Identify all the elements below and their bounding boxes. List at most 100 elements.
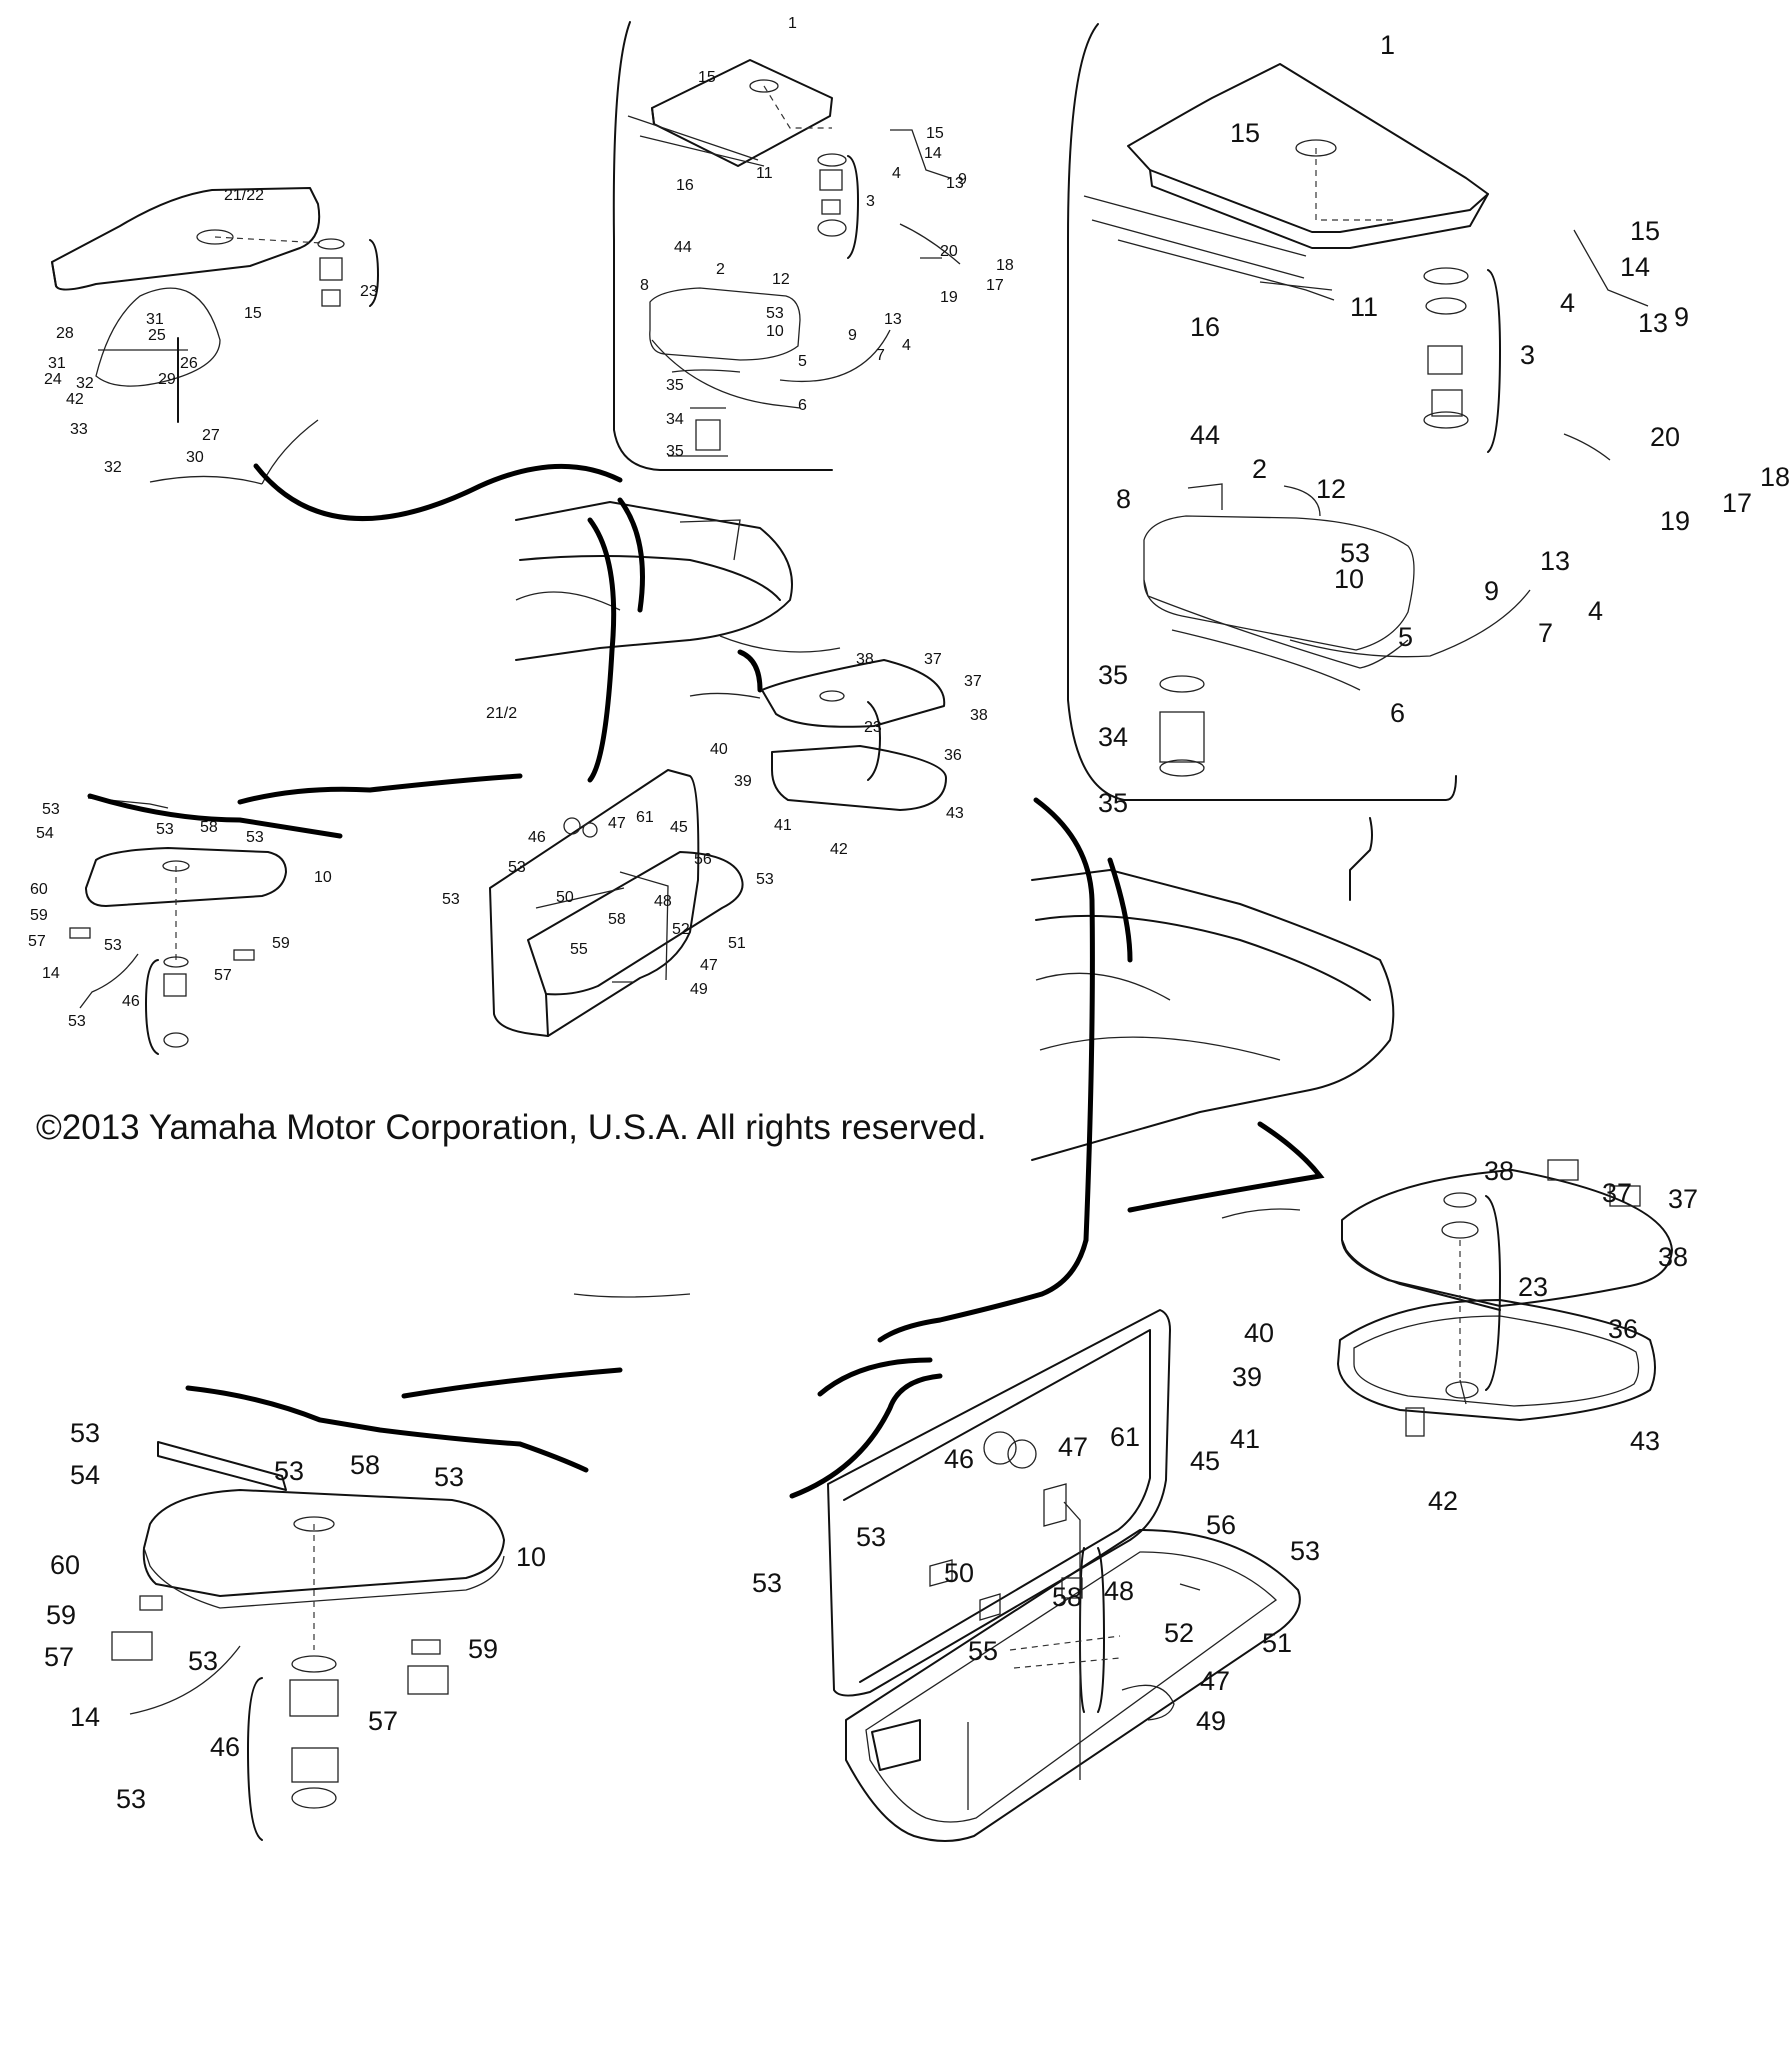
part-number-label: 37 (924, 651, 942, 668)
part-number-label: 53 (246, 829, 264, 846)
part-number-label: 31 (48, 355, 66, 372)
part-number-label: 26 (180, 355, 198, 372)
part-number-label: 54 (36, 825, 54, 842)
part-number-label: 44 (1190, 420, 1220, 450)
part-number-label: 32 (76, 375, 94, 392)
part-number-label: 40 (1244, 1318, 1274, 1348)
part-number-label: 53 (508, 859, 526, 876)
part-number-label: 36 (944, 747, 962, 764)
part-number-label: 4 (1588, 596, 1603, 626)
part-number-label: 53 (42, 801, 60, 818)
part-number-label: 27 (202, 427, 220, 444)
part-number-label: 35 (666, 443, 684, 460)
part-number-label: 29 (158, 371, 176, 388)
part-number-label: 42 (66, 391, 84, 408)
part-number-label: 46 (210, 1732, 240, 1762)
part-number-label: 57 (368, 1706, 398, 1736)
part-number-label: 45 (670, 819, 688, 836)
part-number-label: 47 (700, 957, 718, 974)
part-number-label: 59 (468, 1634, 498, 1664)
part-number-label: 45 (1190, 1446, 1220, 1476)
part-number-label: 46 (528, 829, 546, 846)
part-number-label: 6 (1390, 698, 1405, 728)
part-number-label: 39 (734, 773, 752, 790)
part-number-label: 3 (1520, 340, 1535, 370)
part-number-label: 44 (674, 239, 692, 256)
part-number-label: 6 (798, 397, 807, 414)
part-number-label: 18 (996, 257, 1014, 274)
part-number-label: 61 (636, 809, 654, 826)
part-number-label: 32 (104, 459, 122, 476)
part-number-label: 10 (516, 1542, 546, 1572)
part-number-label: 52 (672, 921, 690, 938)
part-number-label: 10 (314, 869, 332, 886)
part-number-label: 13 (1540, 546, 1570, 576)
part-number-label: 2 (1252, 454, 1267, 484)
part-number-label: 59 (30, 907, 48, 924)
part-number-label: 57 (214, 967, 232, 984)
part-number-label: 37 (1668, 1184, 1698, 1214)
part-number-label: 40 (710, 741, 728, 758)
part-number-label: 30 (186, 449, 204, 466)
part-number-label: 8 (640, 277, 649, 294)
part-number-label: 13 (1638, 308, 1668, 338)
part-number-label: 47 (1058, 1432, 1088, 1462)
part-number-label: 59 (46, 1600, 76, 1630)
part-number-label: 53 (70, 1418, 100, 1448)
part-number-label: 55 (570, 941, 588, 958)
part-number-label: 14 (924, 145, 942, 162)
part-number-label: 52 (1164, 1618, 1194, 1648)
part-number-label: 58 (608, 911, 626, 928)
part-number-label: 10 (766, 323, 784, 340)
part-number-label: 41 (1230, 1424, 1260, 1454)
part-number-label: 47 (1200, 1666, 1230, 1696)
part-number-label: 9 (1484, 576, 1499, 606)
part-number-label: 3 (866, 193, 875, 210)
part-number-label: 14 (42, 965, 60, 982)
part-number-label: 16 (676, 177, 694, 194)
part-number-label: 15 (1630, 216, 1660, 246)
part-number-label: 36 (1608, 1314, 1638, 1344)
part-number-label: 14 (70, 1702, 100, 1732)
part-number-label: 31 (146, 311, 164, 328)
part-number-label: 53 (856, 1522, 886, 1552)
part-number-label: 23 (864, 719, 882, 736)
part-number-label: 1 (788, 15, 797, 32)
part-number-label: 38 (856, 651, 874, 668)
part-number-label: 37 (1602, 1178, 1632, 1208)
copyright-notice: ©2013 Yamaha Motor Corporation, U.S.A. A… (36, 1108, 987, 1147)
part-number-label: 42 (830, 841, 848, 858)
part-number-label: 49 (1196, 1706, 1226, 1736)
part-number-label: 23 (1518, 1272, 1548, 1302)
part-number-label: 19 (940, 289, 958, 306)
part-number-label: 61 (1110, 1422, 1140, 1452)
part-number-label: 15 (926, 125, 944, 142)
part-number-label: 53 (156, 821, 174, 838)
part-number-label: 9 (848, 327, 857, 344)
part-number-label: 43 (1630, 1426, 1660, 1456)
part-number-label: 7 (876, 347, 885, 364)
part-number-label: 53 (104, 937, 122, 954)
part-number-label: 58 (1052, 1582, 1082, 1612)
part-number-label: 55 (968, 1636, 998, 1666)
storage-box-small (489, 769, 744, 1037)
part-number-label: 53 (116, 1784, 146, 1814)
part-number-label: 58 (350, 1450, 380, 1480)
part-number-label: 24 (44, 371, 62, 388)
part-number-label: 35 (1098, 788, 1128, 818)
part-number-label: 38 (1484, 1156, 1514, 1186)
part-number-label: 13 (946, 175, 964, 192)
part-number-label: 4 (1560, 288, 1575, 318)
part-number-label: 10 (1334, 564, 1364, 594)
glovebox-panel-large (1067, 23, 1649, 901)
part-number-label: 53 (442, 891, 460, 908)
part-number-label: 57 (28, 933, 46, 950)
part-number-label: 34 (666, 411, 684, 428)
part-number-label: 53 (68, 1013, 86, 1030)
part-number-label: 53 (434, 1462, 464, 1492)
part-number-label: 11 (756, 165, 773, 182)
lid-assembly-small (69, 773, 523, 1055)
part-number-label: 53 (756, 871, 774, 888)
